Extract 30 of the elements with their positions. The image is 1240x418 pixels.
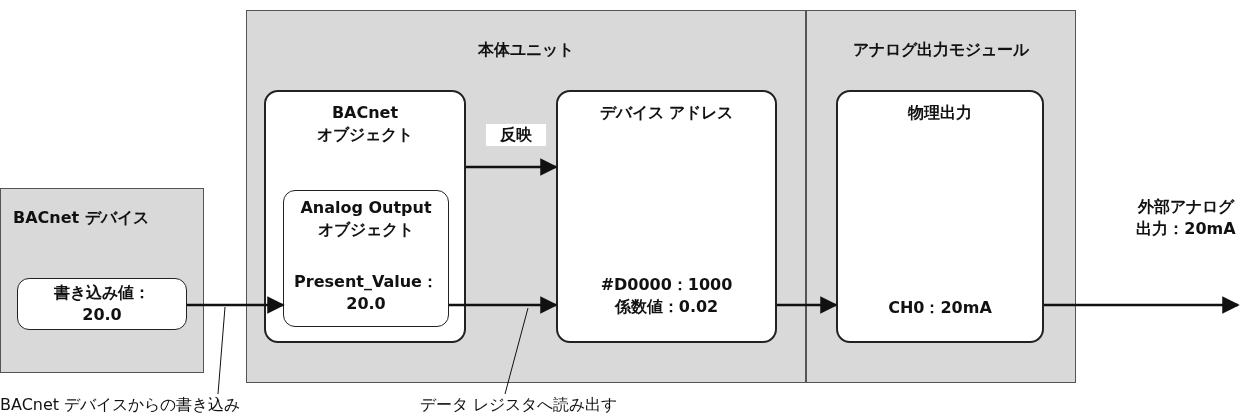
object-box (264, 90, 466, 343)
node-text: CH0：20mA (887, 297, 993, 319)
module-panel (806, 10, 1076, 383)
edge-label: 外部アナログ出力：20mA (1136, 196, 1236, 240)
value-box (17, 278, 187, 330)
node-title: 本体ユニット (477, 39, 575, 61)
node-title: Analog Output オブジェクト (299, 197, 433, 241)
node-title: BACnet オブジェクト (316, 102, 414, 146)
node-title: 物理出力 (907, 102, 973, 124)
arrow (1044, 296, 1240, 314)
node-title: デバイス アドレス (598, 102, 735, 124)
node-title: アナログ出力モジュール (852, 39, 1030, 61)
leader-text: データ レジスタへ読み出す (420, 394, 680, 416)
leader-line (504, 307, 529, 395)
arrow (777, 296, 838, 314)
edge-label: 反映 (486, 124, 546, 146)
leader-text: BACnet デバイスからの書き込み (0, 394, 300, 416)
address-box (556, 90, 777, 343)
device-panel (0, 188, 204, 373)
leader-line (217, 306, 226, 395)
node-text: Present_Value：20.0 (293, 271, 439, 315)
output-box (836, 90, 1044, 343)
unit-panel (246, 10, 806, 383)
node-title: 書き込み値：20.0 (53, 282, 151, 326)
arrow (466, 158, 558, 176)
node-title: BACnet デバイス (13, 207, 150, 229)
object-box (283, 190, 449, 327)
node-text: #D0000：1000 係数値：0.02 (599, 274, 734, 318)
arrow (187, 296, 285, 314)
arrow (449, 296, 558, 314)
